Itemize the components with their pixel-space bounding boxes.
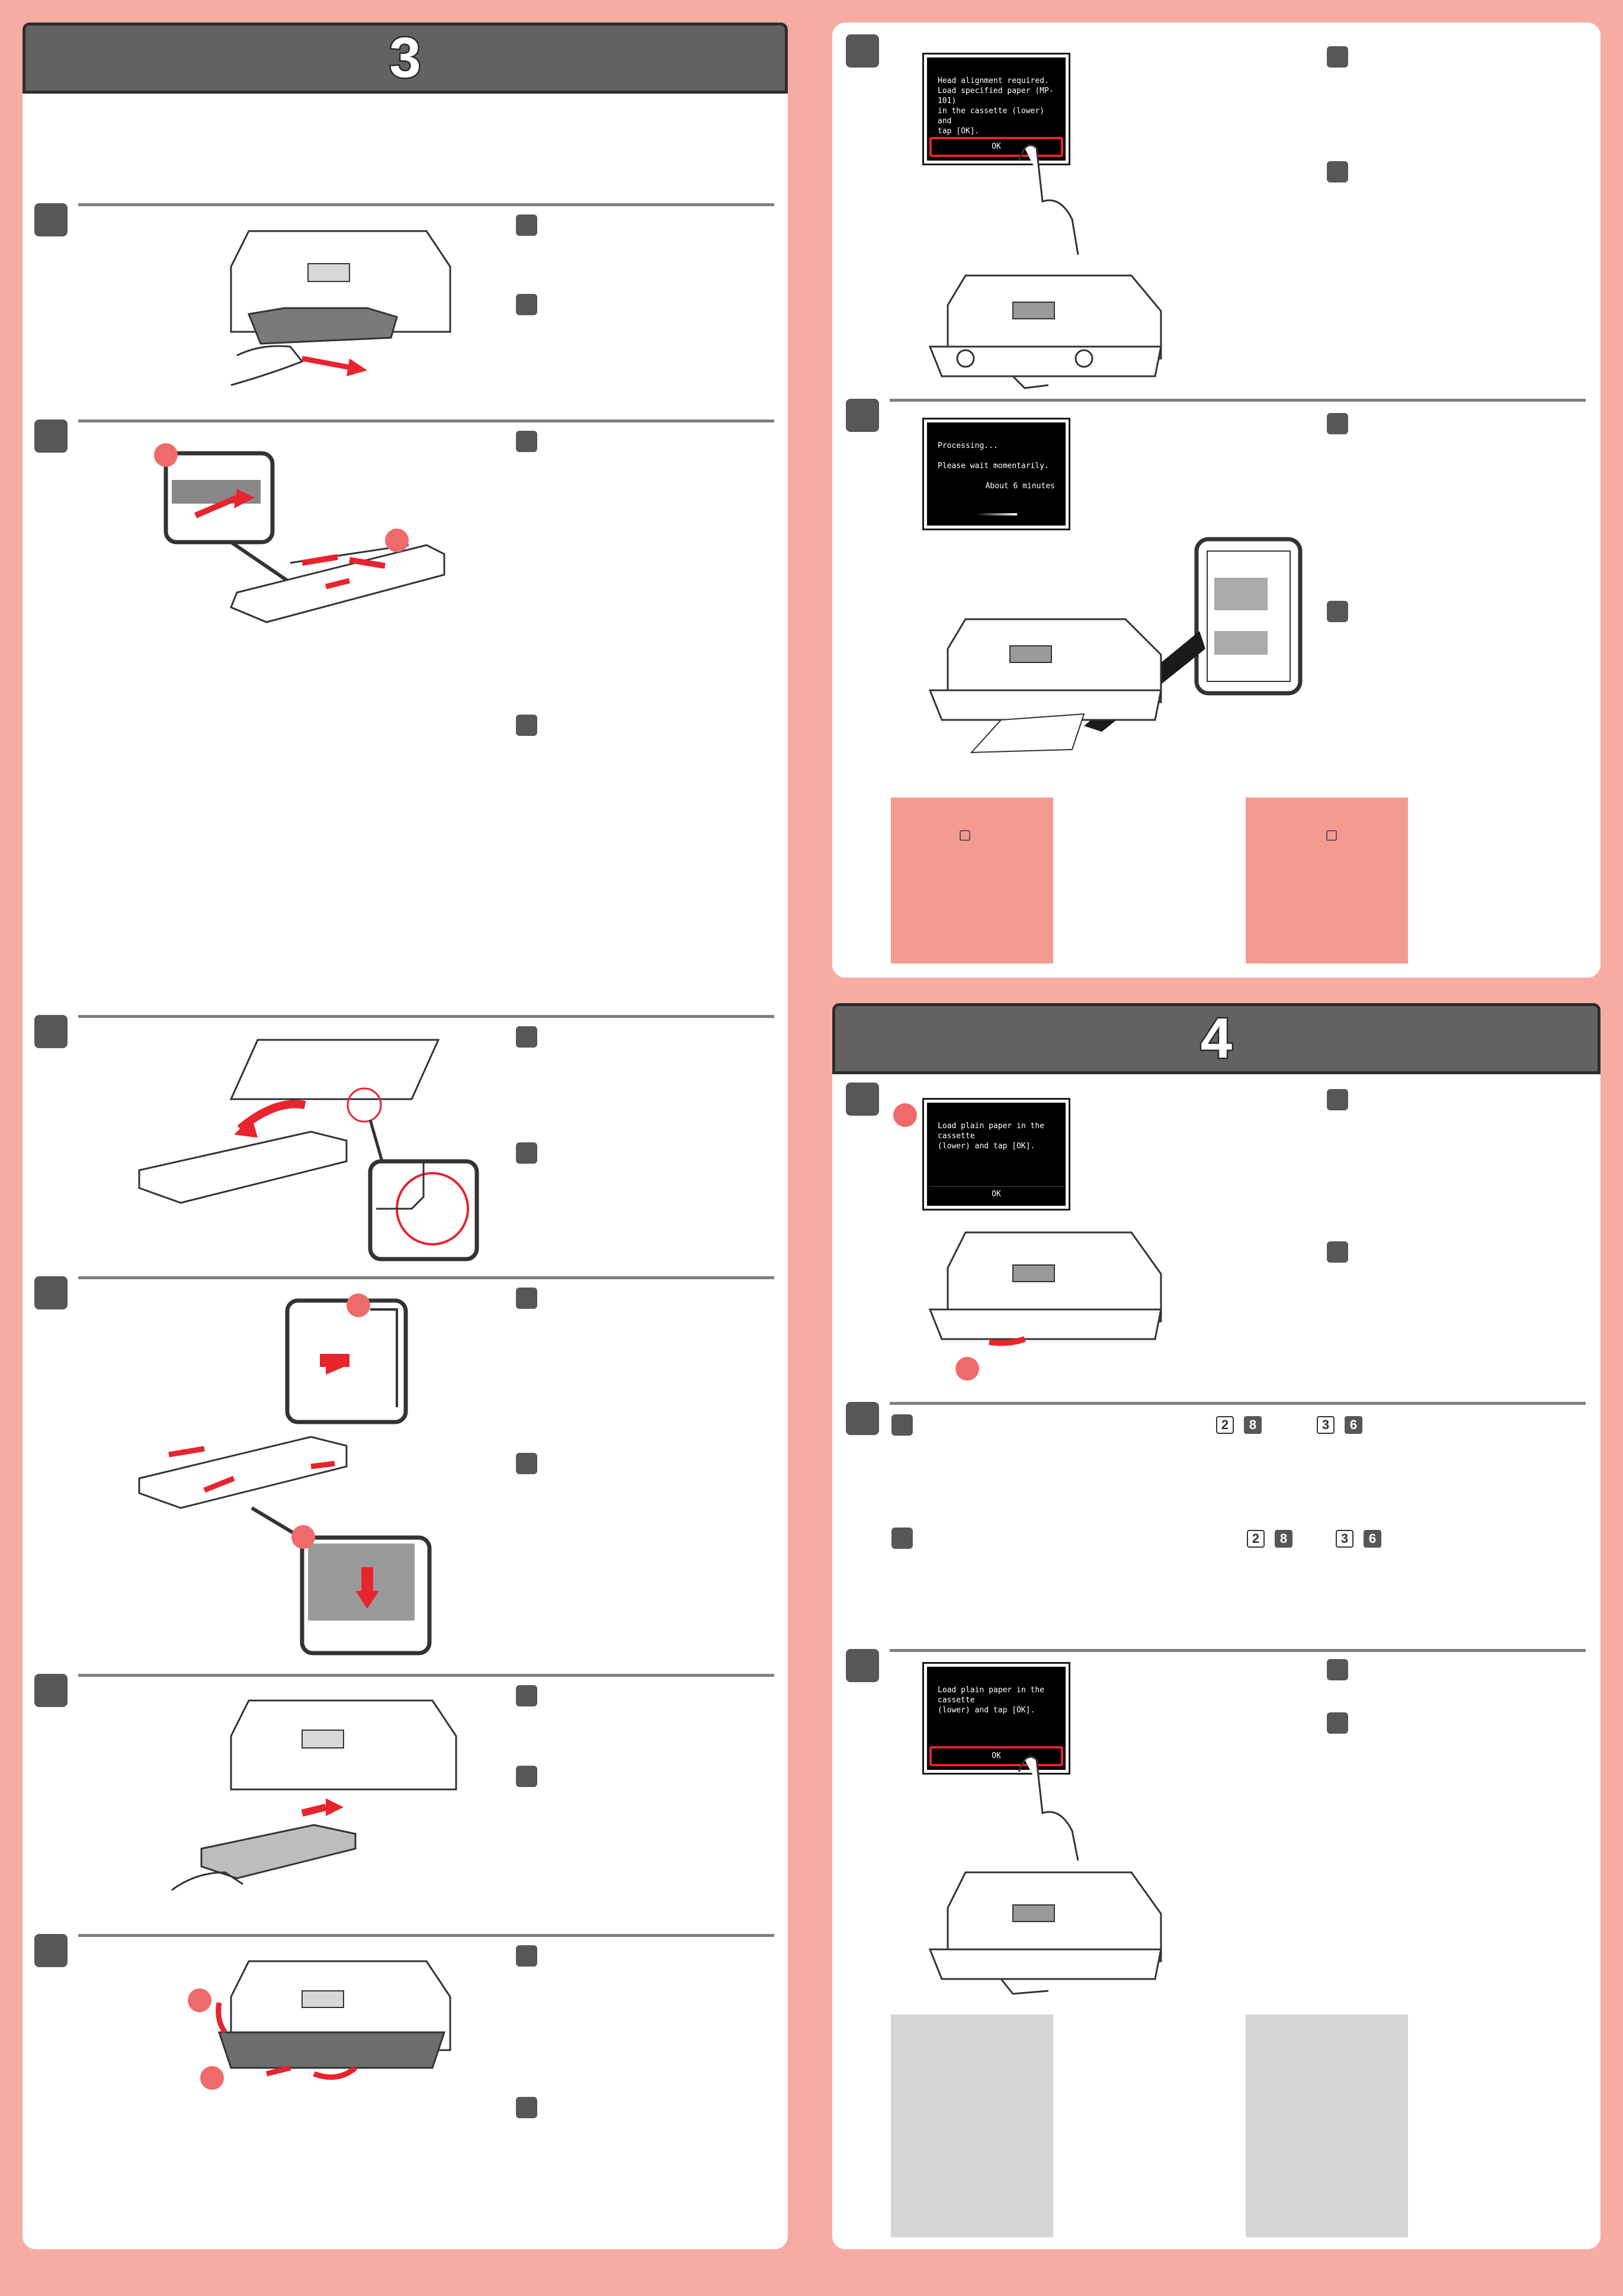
printer-paper-illustration bbox=[928, 1871, 1162, 1995]
processing-line-3: About 6 minutes bbox=[985, 482, 1055, 491]
substep-marker bbox=[516, 294, 537, 315]
step-3-marker bbox=[34, 1015, 68, 1048]
reference-badge: 2 bbox=[1247, 1530, 1265, 1548]
substep-marker bbox=[1327, 46, 1348, 68]
cassette-guides-illustration bbox=[163, 451, 445, 623]
reference-badge: 3 bbox=[1336, 1530, 1353, 1548]
substep-marker bbox=[516, 715, 537, 736]
step-divider bbox=[890, 1649, 1586, 1652]
reference-badge: 8 bbox=[1275, 1530, 1292, 1548]
insert-cassette-illustration bbox=[171, 1699, 457, 1891]
step-divider bbox=[78, 420, 774, 422]
open-output-tray-illustration bbox=[216, 1960, 451, 2080]
step-divider bbox=[890, 399, 1586, 402]
note-icon bbox=[1326, 830, 1337, 841]
reference-badge: 2 bbox=[1216, 1416, 1234, 1434]
ok-button[interactable]: OK bbox=[929, 1746, 1063, 1766]
reference-badge: 3 bbox=[1317, 1416, 1335, 1434]
step-divider bbox=[890, 1402, 1586, 1405]
substep-marker bbox=[1327, 161, 1348, 182]
processing-screen: Processing... Please wait momentarily. A… bbox=[922, 418, 1070, 530]
printer-paper-illustration bbox=[928, 274, 1162, 389]
callout-b-dot bbox=[200, 2066, 224, 2090]
substep-marker bbox=[516, 1453, 537, 1474]
step-divider bbox=[78, 203, 774, 206]
alignment-sheet-illustration bbox=[928, 537, 1303, 754]
load-photo-paper-illustration bbox=[138, 1039, 479, 1261]
section-3-header: 3 bbox=[23, 23, 788, 94]
substep-marker bbox=[1327, 1712, 1348, 1734]
note-box-left bbox=[891, 2015, 1053, 2237]
step-6-marker bbox=[34, 1934, 68, 1967]
head-alignment-message: Head alignment required. Load specified … bbox=[938, 76, 1054, 136]
substep-marker bbox=[1327, 1089, 1348, 1110]
substep-marker bbox=[516, 1142, 537, 1164]
reference-badge: 6 bbox=[1345, 1416, 1362, 1434]
substep-marker bbox=[516, 1766, 537, 1787]
note-box-right bbox=[1246, 798, 1408, 963]
printer-pull-tray-illustration bbox=[230, 230, 451, 386]
finger-tap-icon bbox=[1018, 144, 1079, 255]
callout-b-dot bbox=[291, 1525, 315, 1549]
substep-marker bbox=[516, 1288, 537, 1309]
substep-marker bbox=[1327, 1659, 1348, 1680]
step-divider bbox=[78, 1674, 774, 1677]
substep-marker bbox=[1327, 601, 1348, 622]
substep-marker bbox=[891, 1528, 913, 1549]
callout-a-dot bbox=[188, 1988, 211, 2012]
section-4-number: 4 bbox=[1199, 1005, 1233, 1072]
processing-line-2: Please wait momentarily. bbox=[938, 462, 1049, 470]
callout-b-dot bbox=[385, 529, 409, 552]
callout-b-dot bbox=[955, 1357, 979, 1381]
substep-marker bbox=[516, 431, 537, 452]
section-3-number: 3 bbox=[388, 25, 422, 91]
substep-marker bbox=[516, 214, 537, 236]
load-plain-paper-message: Load plain paper in the cassette (lower)… bbox=[938, 1686, 1045, 1715]
step-1-marker bbox=[34, 203, 68, 236]
substep-marker bbox=[1327, 1241, 1348, 1263]
section-4-header: 4 bbox=[832, 1003, 1600, 1074]
step-7-marker bbox=[846, 34, 879, 68]
finger-tap-icon bbox=[1018, 1756, 1079, 1861]
substep-marker bbox=[516, 2097, 537, 2118]
substep-marker bbox=[516, 1685, 537, 1706]
callout-a-dot bbox=[154, 443, 178, 467]
s4-step-2-marker bbox=[846, 1402, 879, 1435]
paper-guides-illustration bbox=[138, 1298, 432, 1655]
load-plain-paper-screen: Load plain paper in the cassette (lower)… bbox=[922, 1098, 1070, 1211]
step-divider bbox=[78, 1934, 774, 1937]
substep-marker bbox=[516, 1945, 537, 1967]
note-box-left bbox=[891, 798, 1053, 963]
printer-insert-paper-illustration bbox=[928, 1231, 1162, 1346]
progress-bar bbox=[976, 513, 1017, 515]
substep-marker bbox=[891, 1414, 913, 1436]
note-icon bbox=[960, 830, 970, 841]
ok-button[interactable]: OK bbox=[929, 137, 1063, 157]
s4-step-3-marker bbox=[846, 1649, 879, 1682]
substep-marker bbox=[1327, 413, 1348, 434]
processing-line-1: Processing... bbox=[938, 441, 998, 450]
substep-marker bbox=[516, 1026, 537, 1048]
callout-a-dot bbox=[893, 1103, 917, 1127]
note-box-right bbox=[1246, 2015, 1408, 2237]
load-plain-paper-screen: Load plain paper in the cassette (lower)… bbox=[922, 1662, 1070, 1775]
load-plain-paper-message: Load plain paper in the cassette (lower)… bbox=[938, 1122, 1045, 1151]
step-4-marker bbox=[34, 1276, 68, 1309]
head-alignment-screen: Head alignment required. Load specified … bbox=[922, 53, 1070, 165]
step-divider bbox=[78, 1276, 774, 1279]
step-5-marker bbox=[34, 1674, 68, 1707]
s4-step-1-marker bbox=[846, 1083, 879, 1116]
reference-badge: 6 bbox=[1364, 1530, 1381, 1548]
section-3-panel bbox=[23, 23, 788, 2249]
step-2-marker bbox=[34, 420, 68, 453]
callout-a-dot bbox=[347, 1293, 370, 1317]
reference-badge: 8 bbox=[1244, 1416, 1262, 1434]
step-8-marker bbox=[846, 399, 879, 432]
ok-button[interactable]: OK bbox=[929, 1186, 1063, 1202]
step-divider bbox=[78, 1015, 774, 1018]
